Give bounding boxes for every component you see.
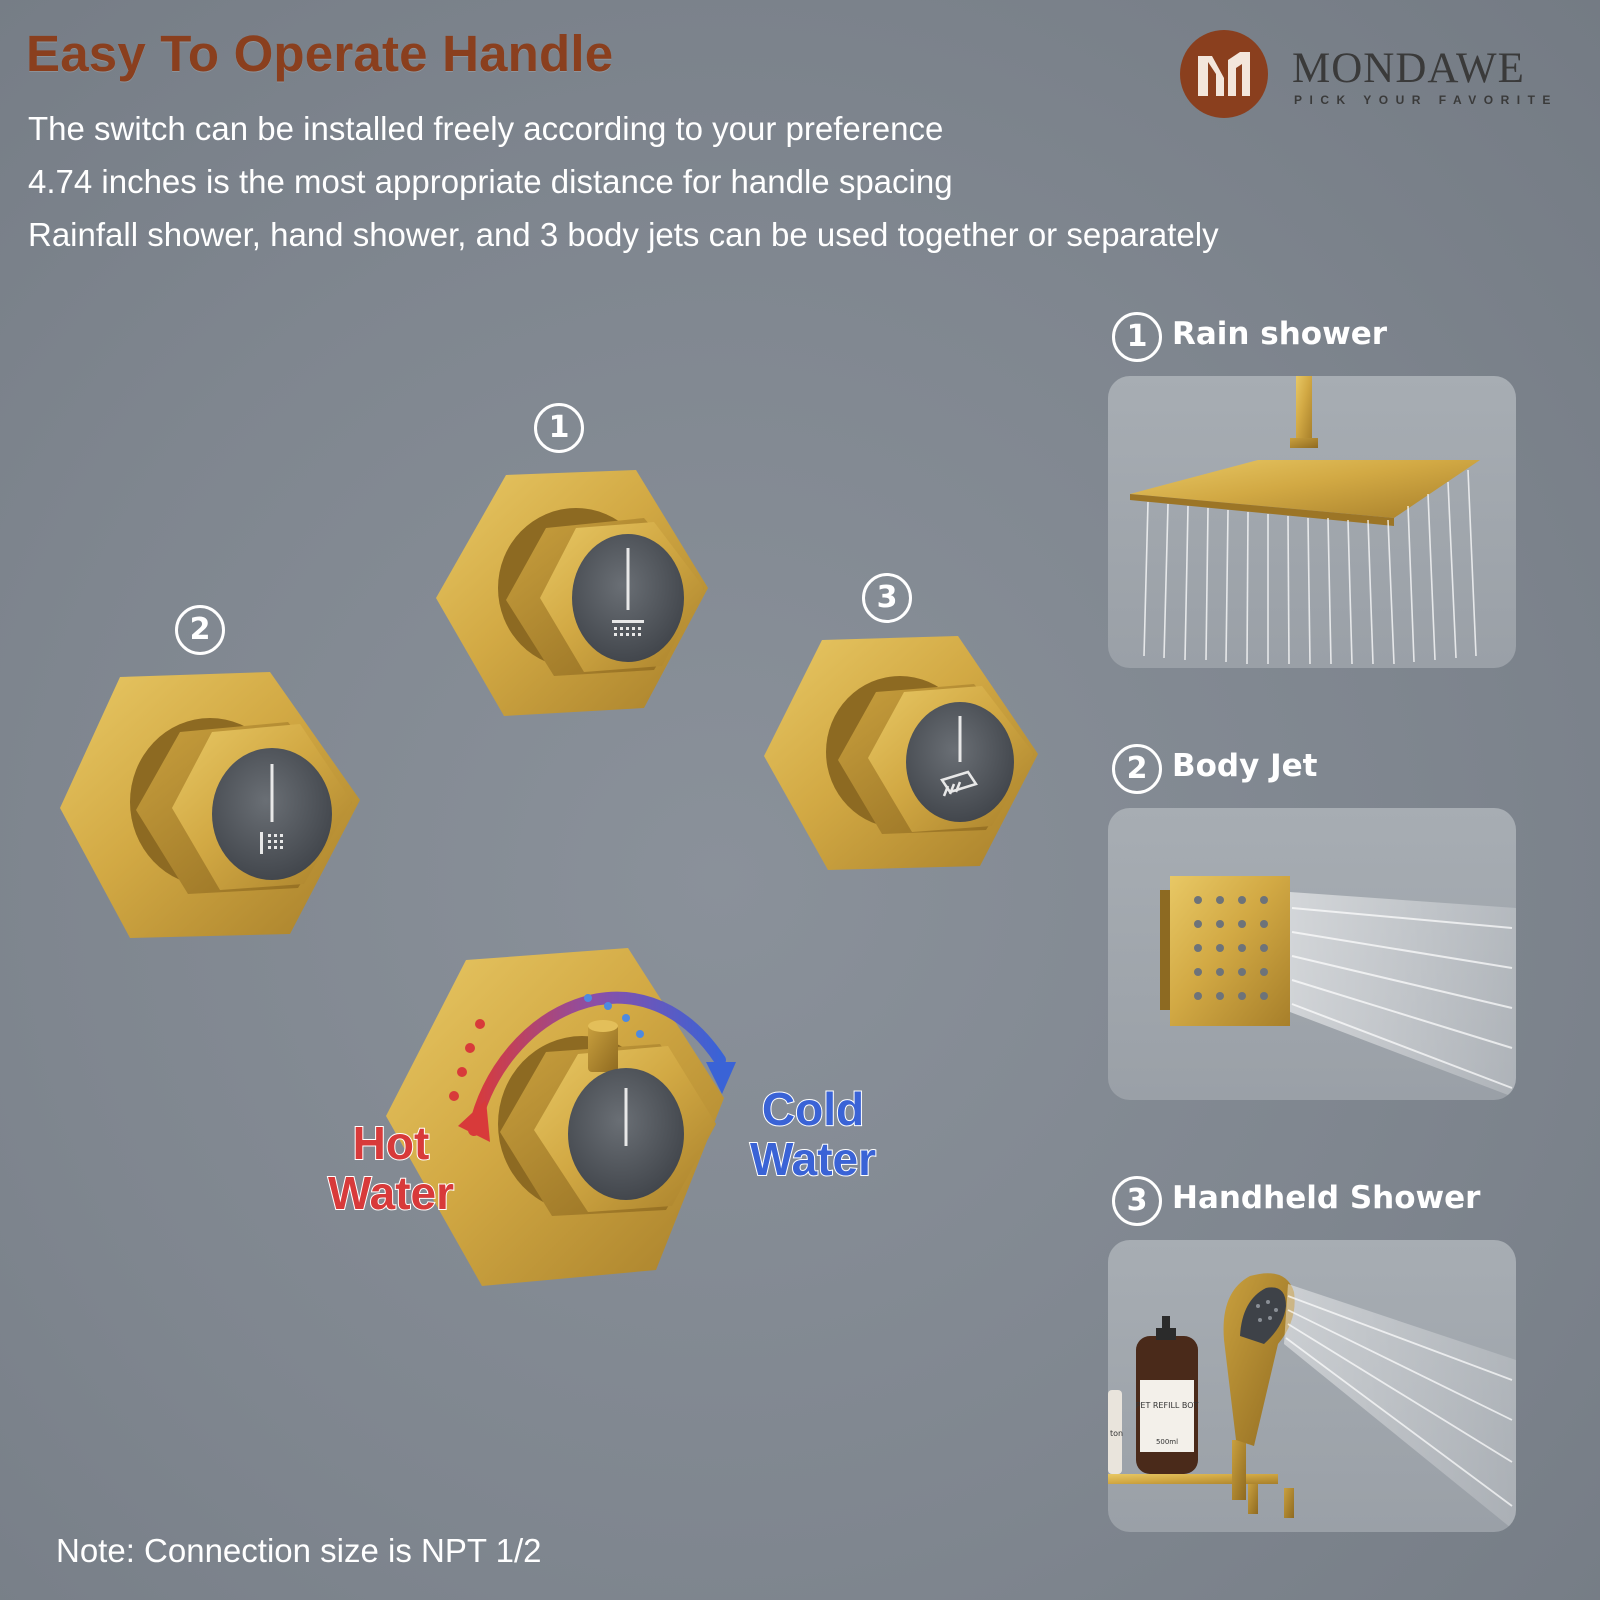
handle-number-1: 1 [534, 403, 584, 453]
brand-tagline: PICK YOUR FAVORITE [1294, 93, 1558, 107]
thermostatic-valve[interactable] [386, 948, 736, 1288]
description-line-3: Rainfall shower, hand shower, and 3 body… [28, 216, 1219, 253]
feature-number-3: 3 [1112, 1176, 1162, 1226]
bottle-volume: 500ml [1156, 1438, 1178, 1446]
hot-label-line-2: Water [327, 1167, 455, 1219]
feature-number-2: 2 [1112, 744, 1162, 794]
description-line-2: 4.74 inches is the most appropriate dist… [28, 163, 953, 200]
page-title: Easy To Operate Handle [26, 25, 614, 82]
cold-label-line-2: Water [749, 1133, 877, 1185]
temperature-lock-button [588, 1024, 618, 1072]
body-jet-icon [260, 832, 283, 854]
hot-water-label: Hot Water [316, 1117, 466, 1219]
rain-shower-illustration [1130, 376, 1480, 665]
handle-number-3: 3 [862, 573, 912, 623]
handle-1-rain-valve[interactable] [436, 470, 716, 730]
handle-number-2: 2 [175, 605, 225, 655]
cold-water-label: Cold Water [738, 1083, 888, 1185]
handheld-shower-icon [940, 770, 978, 797]
feature-label-body-jet: Body Jet [1172, 748, 1318, 784]
rain-shower-photo [1108, 376, 1516, 668]
body-jet-photo [1108, 808, 1516, 1100]
feature-number-1: 1 [1112, 312, 1162, 362]
handle-2-body-jet-valve[interactable] [60, 672, 360, 942]
handheld-shower-illustration: PET REFILL BOT 500ml ton [1108, 1273, 1516, 1532]
brand-mark-icon [1180, 30, 1268, 118]
feature-label-handheld-shower: Handheld Shower [1172, 1180, 1481, 1216]
bottle-label: PET REFILL BOT [1136, 1401, 1199, 1410]
hot-arrowhead [458, 1100, 490, 1142]
cold-arrowhead [706, 1062, 736, 1094]
cold-label-line-1: Cold [761, 1083, 865, 1135]
rain-shower-icon [612, 620, 644, 636]
body-jet-illustration [1160, 876, 1516, 1098]
connection-size-note: Note: Connection size is NPT 1/2 [56, 1532, 542, 1569]
side-bottle-label: ton [1110, 1429, 1123, 1438]
description-line-1: The switch can be installed freely accor… [28, 110, 944, 147]
temperature-direction-arrow [449, 991, 736, 1142]
hot-label-line-1: Hot [352, 1117, 431, 1169]
feature-label-rain-shower: Rain shower [1172, 316, 1388, 352]
handle-3-handheld-valve[interactable] [764, 636, 1044, 872]
brand-name: MONDAWE [1292, 45, 1525, 92]
handheld-shower-photo: PET REFILL BOT 500ml ton [1108, 1240, 1516, 1532]
brand-logo: MONDAWE PICK YOUR FAVORITE [1180, 30, 1570, 122]
